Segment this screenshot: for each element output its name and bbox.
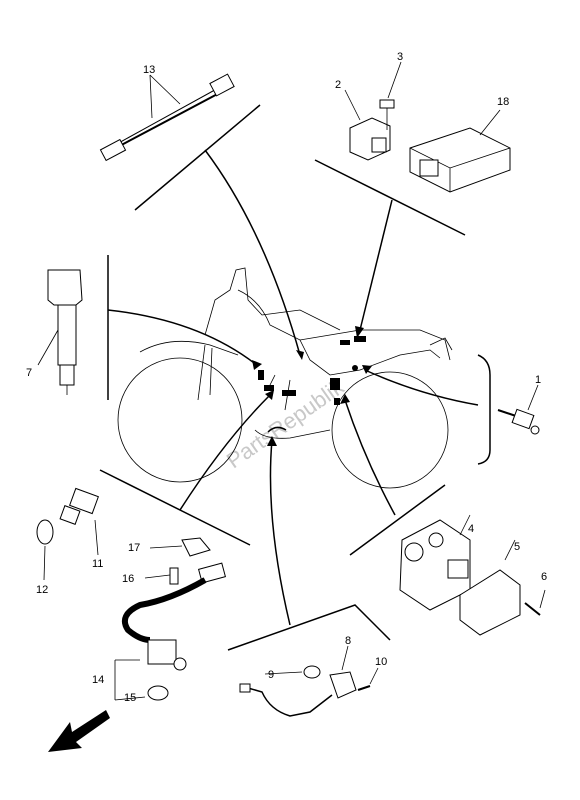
sensor-part-8-9-10 — [239, 645, 379, 717]
callout-5: 5 — [514, 541, 520, 553]
front-direction-arrow — [48, 710, 110, 752]
switch-part-1 — [497, 384, 540, 435]
crank-sensor-group — [114, 537, 227, 701]
callout-7: 7 — [26, 367, 32, 379]
callout-13: 13 — [143, 64, 155, 76]
callout-11: 11 — [92, 558, 103, 570]
callout-14: 14 — [92, 674, 104, 686]
throttle-sensor-group — [399, 514, 546, 636]
callout-labels: 1 2 3 4 5 6 7 8 9 10 11 12 13 14 15 16 1… — [26, 51, 547, 704]
callout-4: 4 — [468, 523, 474, 535]
sensor-and-ecu-group — [344, 61, 511, 193]
callout-12: 12 — [36, 584, 48, 596]
ignition-coil-part-7 — [37, 269, 83, 395]
motorcycle-outline — [117, 267, 453, 489]
callout-2: 2 — [335, 79, 341, 91]
wiring-harness-part-13 — [99, 73, 235, 162]
center-parts — [258, 336, 366, 433]
group-frames — [99, 104, 491, 651]
callout-6: 6 — [541, 571, 547, 583]
callout-10: 10 — [375, 656, 387, 668]
callout-8: 8 — [345, 635, 351, 647]
callout-9: 9 — [268, 669, 274, 681]
pointer-arrows — [107, 149, 479, 626]
callout-17: 17 — [128, 542, 140, 554]
sensor-part-11-12 — [36, 487, 99, 581]
callout-1: 1 — [535, 374, 541, 386]
callout-18: 18 — [497, 96, 509, 108]
callout-16: 16 — [122, 573, 134, 585]
callout-15: 15 — [124, 692, 136, 704]
callout-3: 3 — [397, 51, 403, 63]
